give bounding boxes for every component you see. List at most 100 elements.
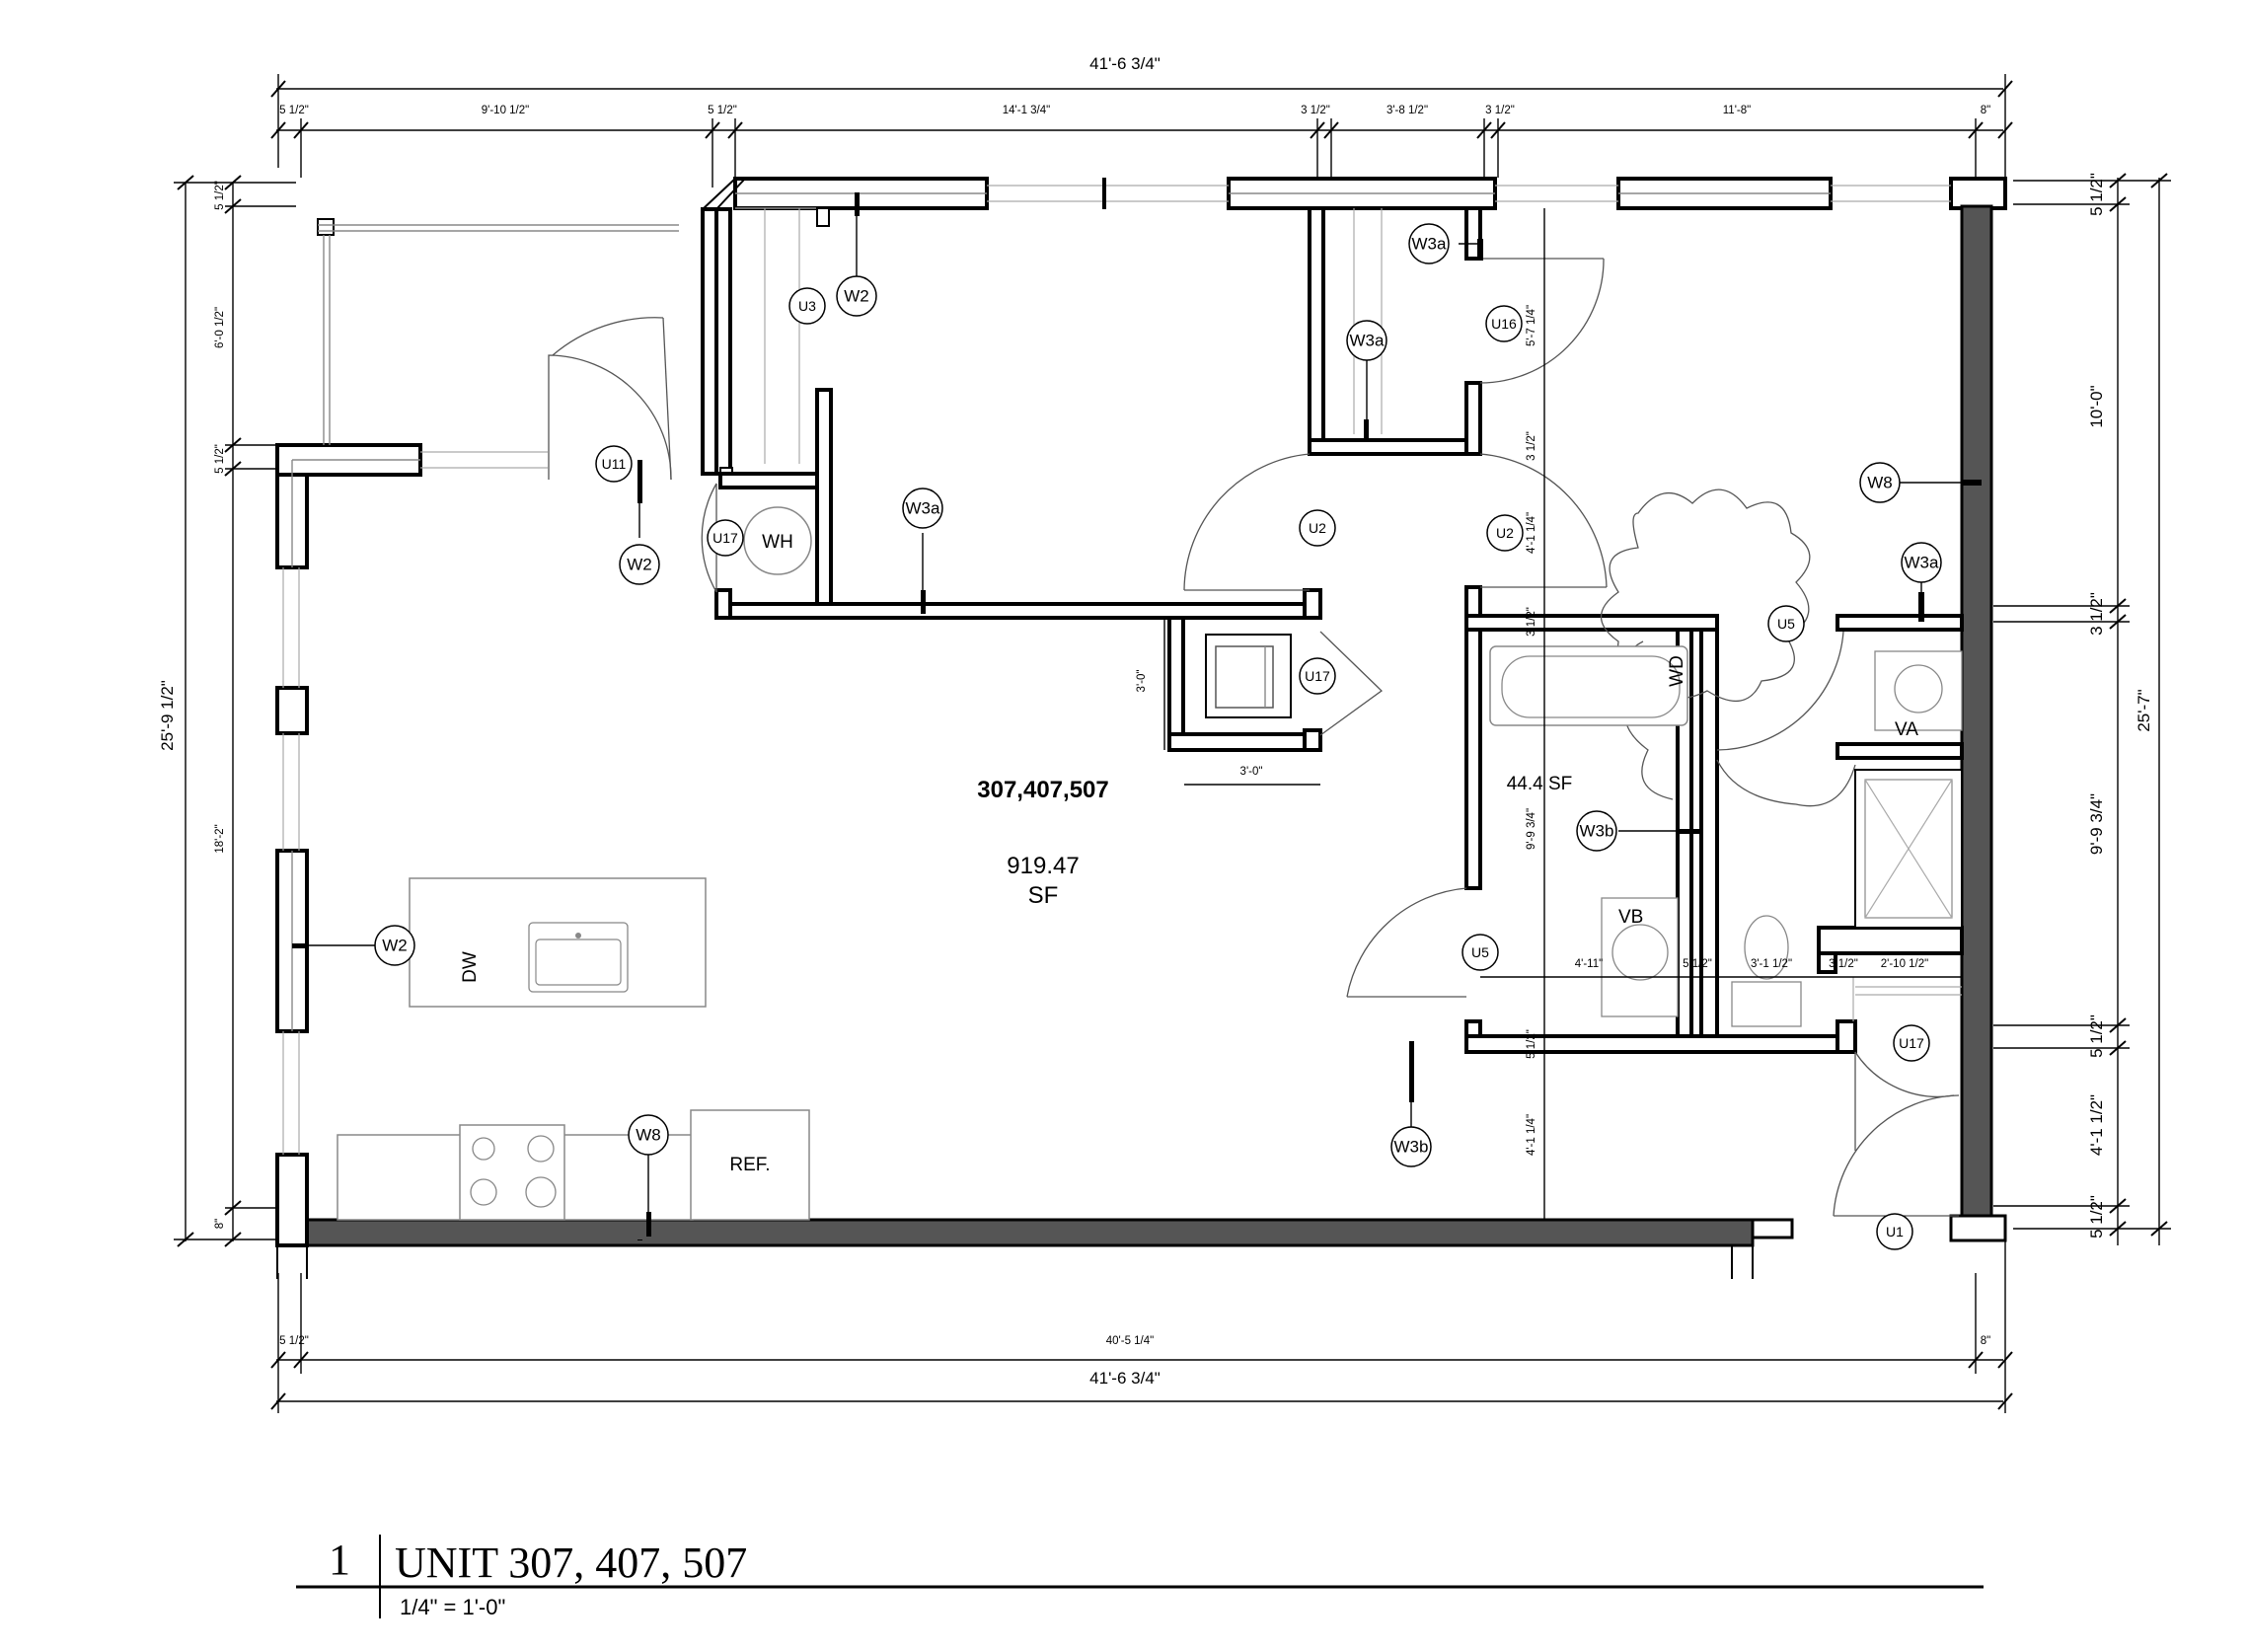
- svg-text:W8: W8: [1867, 474, 1893, 492]
- dim-wall-a: 3 1/2": [1526, 431, 1537, 461]
- area-unit: SF: [1028, 882, 1059, 909]
- dim-bottom-seg-1: 5 1/2": [279, 1335, 309, 1347]
- dimension-bottom-labels: 5 1/2" 40'-5 1/4" 8" 41'-6 3/4": [279, 1335, 1990, 1388]
- tag-circles: U3 W2 W3a U16 W3a U11 W2 U17 W3a U2 U2 W…: [374, 223, 1942, 1250]
- tag-w2-a: W2: [836, 275, 877, 317]
- refrigerator-label: REF.: [729, 1155, 770, 1175]
- area-value: 919.47: [1007, 853, 1079, 879]
- dim-row-e: 2'-10 1/2": [1881, 958, 1928, 970]
- drawing-number: 1: [329, 1536, 350, 1584]
- bath-area: 44.4 SF: [1507, 774, 1573, 794]
- dim-top-seg-7: 3 1/2": [1485, 105, 1515, 116]
- dim-bottom-seg-2: 40'-5 1/4": [1106, 1335, 1154, 1347]
- tag-w3a-b: W3a: [1346, 320, 1387, 361]
- dim-top-seg-4: 14'-1 3/4": [1003, 105, 1050, 116]
- svg-text:U17: U17: [1899, 1035, 1924, 1051]
- svg-text:U16: U16: [1491, 316, 1517, 332]
- svg-text:W2: W2: [844, 287, 869, 306]
- dimension-top-labels: 41'-6 3/4" 5 1/2" 9'-10 1/2" 5 1/2" 14'-…: [279, 54, 1990, 116]
- dimension-top: [270, 74, 2013, 188]
- interior-dimensions: [1163, 208, 1962, 1220]
- svg-text:W8: W8: [636, 1126, 661, 1145]
- vanity-a-label: VA: [1895, 719, 1918, 740]
- tag-u2-a: U2: [1299, 509, 1336, 547]
- tag-u11: U11: [595, 445, 633, 483]
- dim-bath-height: 9'-9 3/4": [1526, 808, 1537, 850]
- tag-w3b-b: W3b: [1390, 1126, 1432, 1167]
- dim-top-seg-9: 8": [1981, 105, 1990, 116]
- dim-closet-height: 3'-0": [1136, 670, 1148, 693]
- svg-text:U3: U3: [798, 298, 816, 314]
- svg-text:W2: W2: [382, 937, 408, 955]
- tag-u17-a: U17: [707, 519, 744, 557]
- dim-left-seg-3: 5 1/2": [214, 444, 226, 474]
- svg-text:W3a: W3a: [906, 499, 941, 518]
- vanity-b-label: VB: [1618, 907, 1643, 928]
- tag-w3a-c: W3a: [902, 488, 943, 529]
- dim-top-seg-3: 5 1/2": [708, 105, 737, 116]
- title-block: 1 UNIT 307, 407, 507 1/4" = 1'-0": [296, 1535, 1984, 1619]
- tag-w3a-d: W3a: [1901, 542, 1942, 583]
- dim-right-seg-6: 4'-1 1/2": [2087, 1094, 2106, 1156]
- dimension-left-labels: 25'-9 1/2" 5 1/2" 6'-0 1/2" 5 1/2" 18'-2…: [158, 181, 226, 1229]
- dim-top-seg-1: 5 1/2": [279, 105, 309, 116]
- dim-right-seg-3: 3 1/2": [2087, 592, 2106, 636]
- svg-text:U17: U17: [712, 530, 738, 546]
- svg-text:W3b: W3b: [1394, 1138, 1429, 1157]
- water-heater-label: WH: [762, 532, 793, 553]
- dim-top-seg-8: 11'-8": [1723, 105, 1751, 116]
- dimension-left: [174, 175, 296, 1247]
- tag-leaders: [292, 192, 1982, 1240]
- svg-text:W3a: W3a: [1350, 332, 1386, 350]
- dim-top-seg-6: 3'-8 1/2": [1386, 105, 1428, 116]
- dimension-right-labels: 5 1/2" 10'-0" 3 1/2" 9'-9 3/4" 5 1/2" 4'…: [2087, 173, 2153, 1239]
- dimension-right: [1993, 173, 2171, 1245]
- dim-right-seg-1: 5 1/2": [2087, 173, 2106, 216]
- tag-w2-c: W2: [374, 925, 415, 966]
- dim-right-seg-4: 9'-9 3/4": [2087, 793, 2106, 855]
- tag-u2-b: U2: [1486, 514, 1524, 552]
- drawing-scale: 1/4" = 1'-0": [400, 1595, 505, 1619]
- tag-w3a-a: W3a: [1408, 223, 1450, 264]
- tag-u3: U3: [788, 287, 826, 325]
- tag-u1: U1: [1876, 1213, 1913, 1250]
- drawing-title: UNIT 307, 407, 507: [395, 1539, 747, 1587]
- svg-text:W2: W2: [627, 556, 652, 574]
- right-exterior-wall: [1960, 204, 1993, 1221]
- dim-left-seg-5: 8": [214, 1219, 226, 1229]
- tag-w8-a: W8: [1859, 462, 1901, 503]
- interior-walls: [701, 178, 1964, 1054]
- svg-text:U17: U17: [1305, 668, 1330, 684]
- interior-dimension-labels: 3'-0" 3'-0" 5'-7 1/4" 3 1/2" 4'-1 1/4" 3…: [1136, 305, 1928, 1156]
- plant-symbol-icon: [1601, 488, 1811, 703]
- washer-dryer-label: WD: [1667, 655, 1687, 687]
- svg-text:W3a: W3a: [1412, 235, 1448, 254]
- dim-closet-width: 3'-0": [1240, 766, 1263, 778]
- tag-w2-b: W2: [619, 544, 660, 585]
- dim-left-seg-1: 5 1/2": [214, 181, 226, 210]
- tag-u17-b: U17: [1299, 657, 1336, 695]
- dim-top-overall: 41'-6 3/4": [1089, 54, 1161, 73]
- dim-right-seg-2: 10'-0": [2087, 385, 2106, 427]
- dim-left-seg-2: 6'-0 1/2": [214, 307, 226, 348]
- tag-w3b-a: W3b: [1576, 810, 1617, 852]
- dishwasher-label: DW: [460, 951, 481, 983]
- room-labels: 307,407,507 919.47 SF 44.4 SF: [977, 774, 1572, 909]
- exterior-walls: [275, 177, 2007, 1279]
- tag-u16: U16: [1485, 305, 1523, 342]
- dim-bath-wall: 5 1/2": [1526, 1029, 1537, 1059]
- svg-text:U5: U5: [1471, 944, 1489, 960]
- svg-text:W3a: W3a: [1905, 554, 1940, 572]
- left-wall-pier: [275, 686, 309, 735]
- dim-row-c: 3'-1 1/2": [1751, 958, 1792, 970]
- svg-text:U5: U5: [1777, 616, 1795, 632]
- svg-text:U11: U11: [602, 456, 627, 472]
- tag-u5-b: U5: [1461, 934, 1499, 971]
- dim-left-seg-4: 18'-2": [214, 824, 226, 853]
- tag-w8-b: W8: [628, 1114, 669, 1156]
- toilet: [1731, 981, 1802, 1027]
- svg-text:U2: U2: [1496, 525, 1514, 541]
- svg-text:W3b: W3b: [1580, 822, 1614, 841]
- tag-u5-a: U5: [1767, 605, 1805, 642]
- dim-wall-b: 3 1/2": [1526, 607, 1537, 637]
